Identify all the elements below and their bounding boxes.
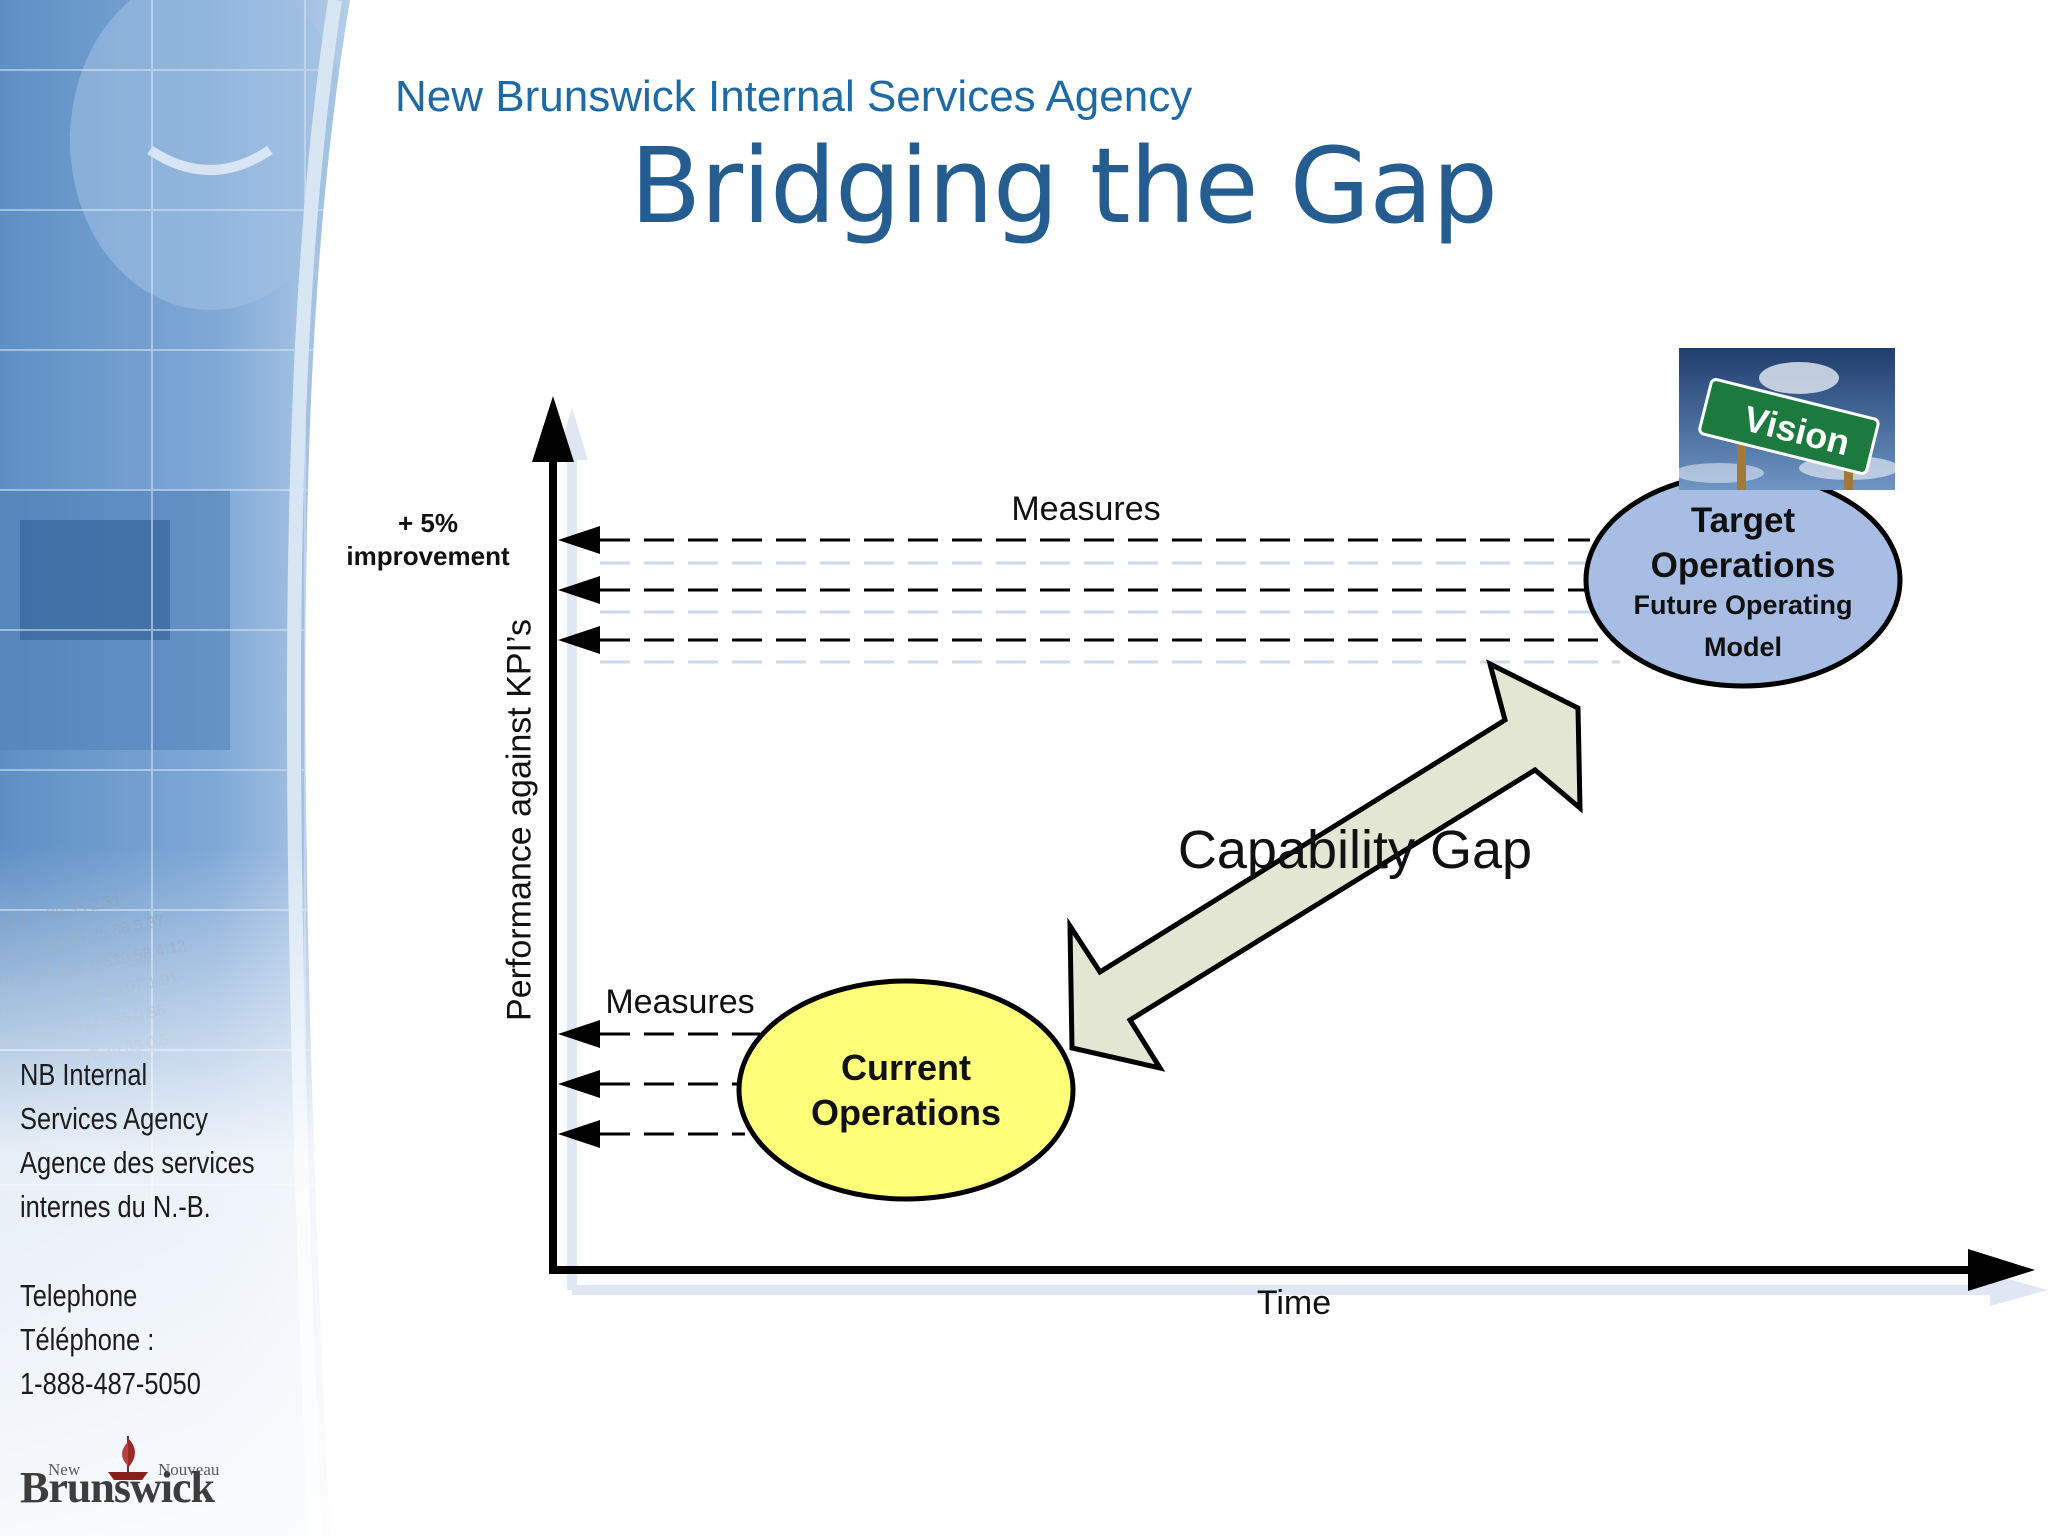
target-operations-node: Target Operations Future Operating Model xyxy=(1583,471,1903,689)
agency-line-1: NB Internal xyxy=(20,1057,148,1092)
measures-top-label: Measures xyxy=(1011,490,1160,528)
logo-brunswick-text: Brunswick xyxy=(20,1463,215,1512)
measures-bottom-label: Measures xyxy=(605,983,754,1021)
sidebar-panel: 25 1.1 38.35 2.31 34 0.7 41.59 25.88 5.3… xyxy=(0,0,360,1536)
top-measure-lines xyxy=(558,526,1602,654)
agency-line-4: internes du N.-B. xyxy=(20,1189,211,1224)
current-operations-node: Current Operations xyxy=(736,978,1076,1202)
ship-icon xyxy=(108,1436,148,1480)
measure-arrowhead xyxy=(558,526,600,554)
slide-title: Bridging the Gap xyxy=(630,125,1498,247)
new-brunswick-logo: New Nouveau Brunswick xyxy=(18,1432,248,1512)
vision-sign-image: Vision xyxy=(1679,348,1895,490)
logo-new-text: New xyxy=(48,1460,81,1479)
current-title-line-1: Current xyxy=(841,1047,971,1088)
target-title-line-1: Target xyxy=(1691,501,1796,540)
agency-line-3: Agence des services xyxy=(20,1145,255,1180)
x-axis xyxy=(549,1249,2035,1291)
bottom-measure-lines xyxy=(558,1020,760,1148)
phone-label-fr: Téléphone : xyxy=(20,1322,155,1357)
agency-contact-block: NB Internal Services Agency Agence des s… xyxy=(20,1053,255,1229)
vision-road-sign: Vision xyxy=(1679,348,1895,490)
current-title-line-2: Operations xyxy=(811,1092,1001,1133)
capability-gap-label: Capability Gap xyxy=(1178,820,1532,880)
measure-arrowhead xyxy=(558,1020,600,1048)
organization-name: New Brunswick Internal Services Agency xyxy=(395,72,1193,121)
y-axis-label: Performance against KPI’s xyxy=(500,619,539,1021)
target-sub-line-2: Model xyxy=(1704,632,1782,662)
improvement-label-line-2: improvement xyxy=(346,541,510,571)
capability-gap-arrow xyxy=(1067,659,1583,1072)
sidebar-background: 25 1.1 38.35 2.31 34 0.7 41.59 25.88 5.3… xyxy=(0,0,360,1536)
measure-arrowhead xyxy=(558,576,600,604)
y-axis xyxy=(532,396,574,1272)
phone-contact-block: Telephone Téléphone : 1-888-487-5050 xyxy=(20,1274,201,1406)
target-title-line-2: Operations xyxy=(1651,546,1836,585)
improvement-label-line-1: + 5% xyxy=(398,508,458,538)
phone-number: 1-888-487-5050 xyxy=(20,1366,201,1401)
logo-nouveau-text: Nouveau xyxy=(158,1460,220,1479)
measure-arrowhead xyxy=(558,1120,600,1148)
phone-label-en: Telephone xyxy=(20,1278,138,1313)
x-axis-label: Time xyxy=(1257,1284,1331,1322)
measure-arrowhead xyxy=(558,1070,600,1098)
target-sub-line-1: Future Operating xyxy=(1633,590,1852,620)
measure-arrowhead xyxy=(558,626,600,654)
top-measure-shadows xyxy=(600,561,1620,664)
agency-line-2: Services Agency xyxy=(20,1101,208,1136)
